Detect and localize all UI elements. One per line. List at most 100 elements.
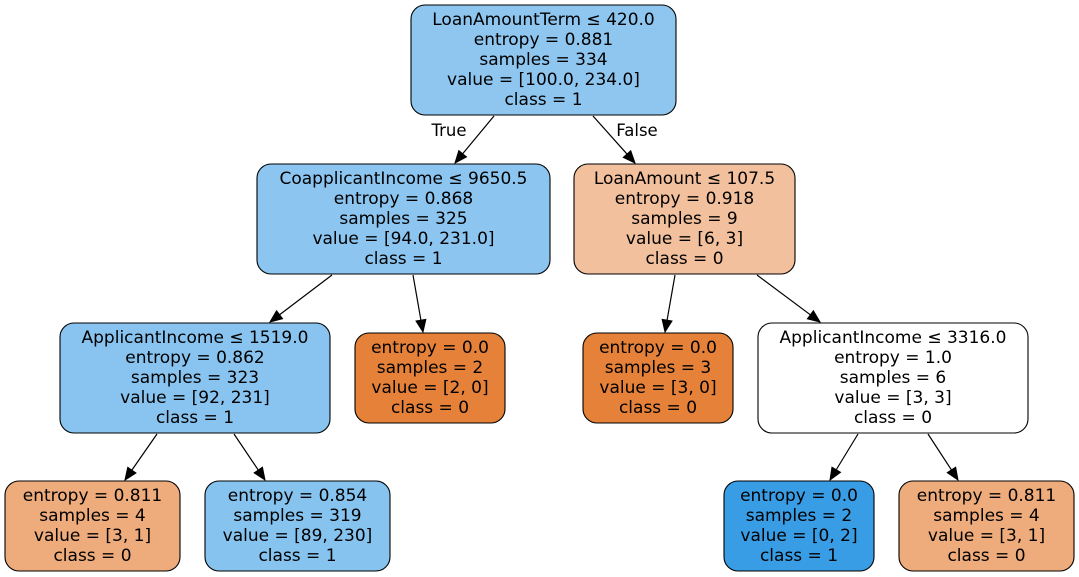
node-line: class = 1 (258, 546, 336, 566)
node-line: entropy = 0.862 (125, 348, 265, 368)
node-line: entropy = 0.811 (23, 486, 163, 506)
edge-applicant3316-to-leaf-4-3-1b (927, 433, 959, 482)
node-line: value = [3, 1] (928, 526, 1045, 546)
edge-label-false: False (616, 121, 657, 140)
edge-coapplicant-to-leaf-2-0 (412, 274, 427, 334)
edge-loanamount-to-applicant3316 (756, 274, 822, 323)
node-box (256, 163, 551, 275)
node-line: ApplicantIncome ≤ 1519.0 (82, 328, 309, 348)
node-line: class = 0 (947, 546, 1025, 566)
edge-line (412, 274, 422, 321)
node-line: entropy = 0.0 (599, 338, 717, 358)
arrowhead (946, 466, 959, 482)
edge-applicant1519-to-leaf-4-3-1 (124, 433, 158, 482)
node-line: samples = 2 (377, 358, 484, 378)
node-line: CoapplicantIncome ≤ 9650.5 (279, 169, 527, 189)
arrowhead (622, 149, 636, 164)
node-line: entropy = 0.868 (334, 189, 474, 209)
node-line: LoanAmount ≤ 107.5 (594, 169, 775, 189)
node-line: value = [89, 230] (223, 526, 373, 546)
arrowhead (661, 318, 673, 334)
node-line: class = 1 (760, 546, 838, 566)
edge-line (927, 433, 952, 471)
node-line: value = [2, 0] (371, 378, 488, 398)
node-line: samples = 323 (131, 368, 259, 388)
node-box (757, 322, 1029, 434)
edge-label-true: True (430, 121, 466, 140)
edge-root-to-loanamount: False (592, 115, 658, 164)
node-line: samples = 3 (605, 358, 712, 378)
node-line: LoanAmountTerm ≤ 420.0 (432, 10, 655, 30)
node-line: samples = 4 (39, 506, 146, 526)
node-line: value = [94.0, 231.0] (312, 229, 494, 249)
node-line: class = 1 (364, 249, 442, 269)
arrowhead (415, 318, 427, 334)
arrowhead (806, 309, 822, 323)
arrowhead (268, 309, 284, 323)
node-box (723, 480, 875, 572)
node-line: value = [3, 1] (34, 526, 151, 546)
edge-root-to-coapplicant: True (430, 115, 495, 165)
edge-loanamount-to-leaf-3-0 (661, 274, 676, 334)
node-box (354, 332, 506, 424)
node-box (898, 480, 1075, 572)
node-line: entropy = 0.0 (740, 486, 858, 506)
node-line: entropy = 0.918 (615, 189, 755, 209)
node-box (410, 4, 677, 116)
edge-coapplicant-to-applicant1519 (268, 274, 333, 323)
node-box (59, 322, 331, 434)
node-line: value = [3, 0] (599, 378, 716, 398)
edge-line (756, 274, 811, 316)
node-line: class = 0 (645, 249, 723, 269)
edge-line (233, 433, 259, 471)
edge-line (131, 433, 158, 471)
node-line: samples = 4 (933, 506, 1040, 526)
arrowhead (124, 466, 137, 482)
node-line: value = [100.0, 234.0] (447, 70, 640, 90)
edge-line (462, 115, 495, 155)
node-line: samples = 319 (233, 506, 361, 526)
node-line: class = 0 (854, 408, 932, 428)
node-line: value = [6, 3] (626, 229, 743, 249)
node-line: samples = 2 (746, 506, 853, 526)
edge-line (279, 274, 333, 316)
node-line: entropy = 0.854 (228, 486, 368, 506)
node-box (573, 163, 796, 275)
node-line: samples = 6 (840, 368, 947, 388)
arrowhead (829, 466, 842, 482)
node-line: value = [0, 2] (740, 526, 857, 546)
node-box (582, 332, 734, 424)
node-line: class = 0 (391, 398, 469, 418)
arrowhead (454, 149, 468, 165)
node-box (204, 480, 391, 572)
edge-line (835, 433, 859, 471)
edge-line (592, 115, 628, 155)
node-line: samples = 325 (339, 209, 467, 229)
edge-applicant1519-to-leaf-319 (233, 433, 266, 482)
edges-layer: True False (124, 115, 959, 482)
node-line: entropy = 0.0 (371, 338, 489, 358)
node-line: ApplicantIncome ≤ 3316.0 (780, 328, 1007, 348)
node-line: samples = 9 (631, 209, 738, 229)
node-line: samples = 334 (479, 50, 607, 70)
node-line: class = 0 (619, 398, 697, 418)
edge-line (666, 274, 676, 321)
node-line: value = [3, 3] (834, 388, 951, 408)
node-line: class = 0 (53, 546, 131, 566)
arrowhead (253, 466, 266, 482)
node-line: class = 1 (156, 408, 234, 428)
edge-applicant3316-to-leaf-0-2 (829, 433, 859, 482)
node-line: entropy = 0.811 (917, 486, 1057, 506)
node-box (4, 480, 181, 572)
